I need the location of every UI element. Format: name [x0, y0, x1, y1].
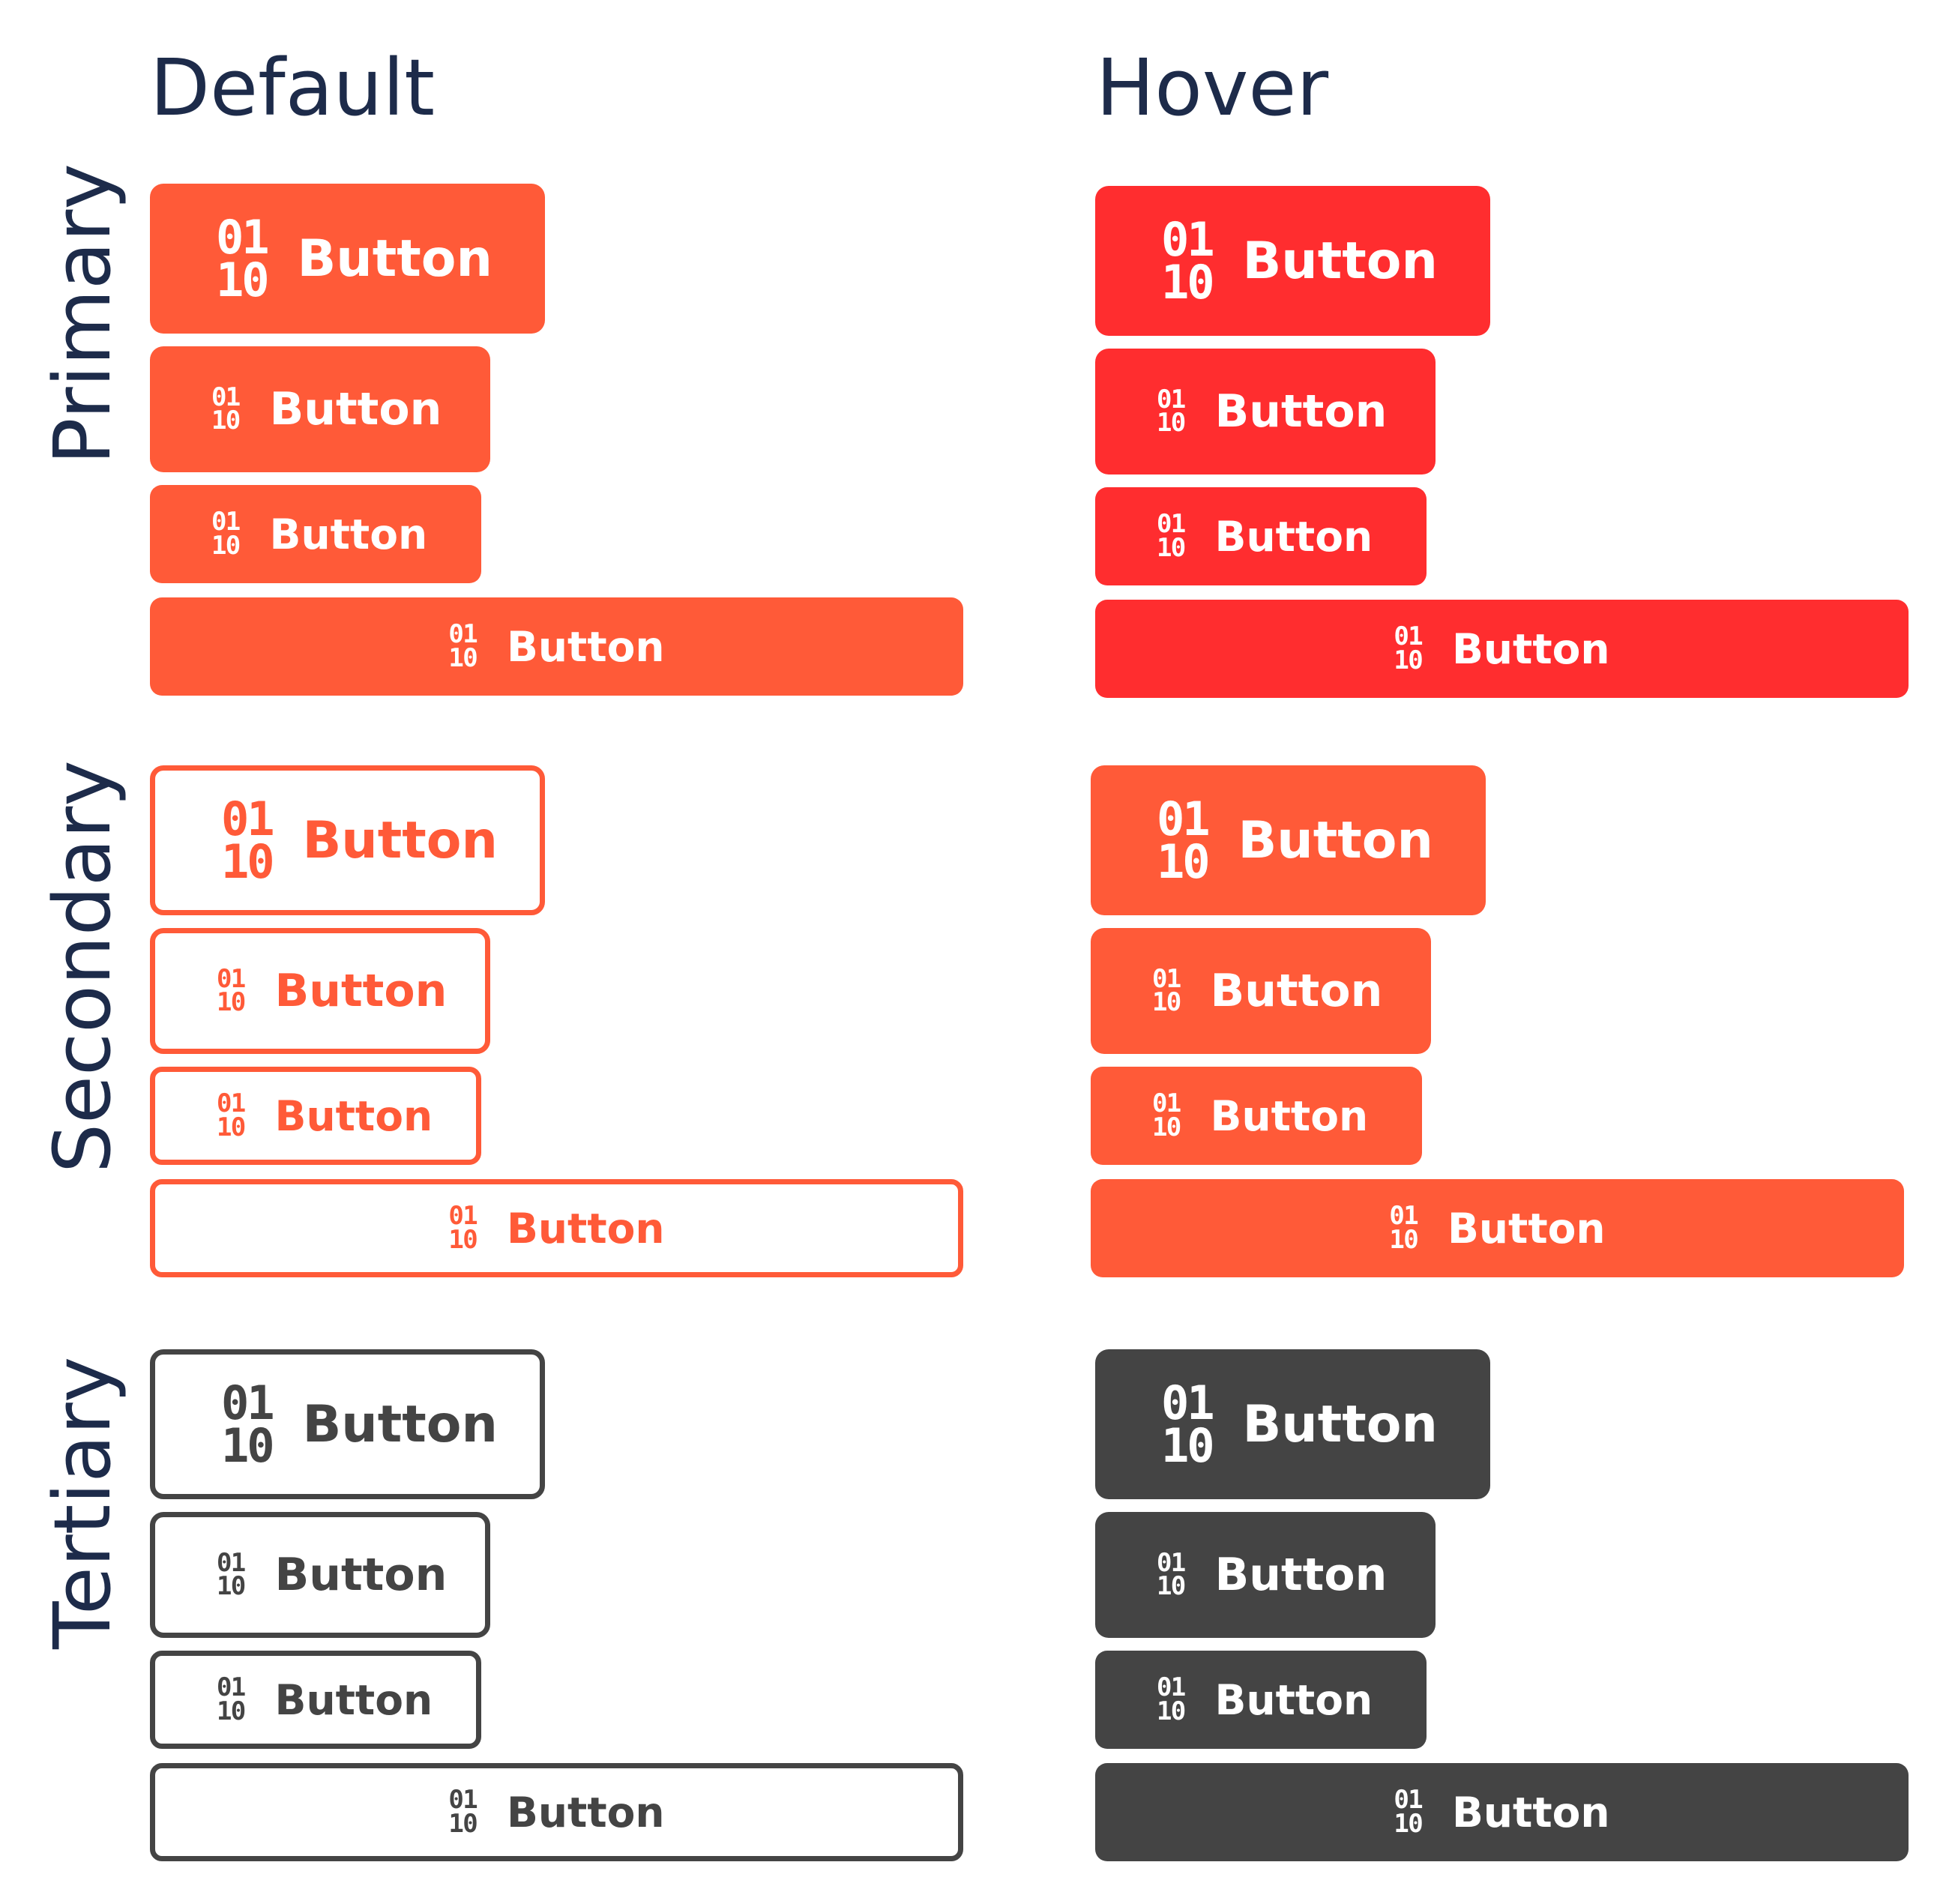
row-title-secondary: Secondary	[37, 760, 128, 1173]
button-label: Button	[1238, 810, 1433, 870]
button-label: Button	[274, 1549, 448, 1601]
button-label: Button	[1214, 1549, 1388, 1601]
button-label: Button	[1214, 385, 1388, 438]
button-label: Button	[274, 1675, 433, 1724]
button-label: Button	[1210, 1091, 1369, 1140]
button-label: Button	[269, 510, 428, 558]
button-label: Button	[1447, 1204, 1606, 1253]
button-label: Button	[302, 1394, 498, 1454]
button-label: Button	[1242, 231, 1438, 291]
button-label: Button	[1214, 512, 1373, 561]
button-label: Button	[1214, 1675, 1373, 1724]
column-title-hover: Hover	[1096, 42, 1329, 133]
button-label: Button	[506, 1204, 665, 1253]
button-label: Button	[1242, 1394, 1438, 1454]
button-label: Button	[1451, 624, 1610, 673]
button-label: Button	[1210, 965, 1383, 1017]
button-label: Button	[506, 1788, 665, 1837]
button-label: Button	[274, 1091, 433, 1140]
button-label: Button	[1451, 1788, 1610, 1837]
button-label: Button	[506, 622, 665, 671]
button-label: Button	[269, 383, 442, 436]
button-label: Button	[297, 229, 492, 289]
button-label: Button	[302, 810, 498, 870]
row-title-tertiary: Tertiary	[37, 1356, 128, 1649]
column-title-default: Default	[150, 42, 435, 133]
row-title-primary: Primary	[37, 163, 128, 465]
button-label: Button	[274, 965, 448, 1017]
